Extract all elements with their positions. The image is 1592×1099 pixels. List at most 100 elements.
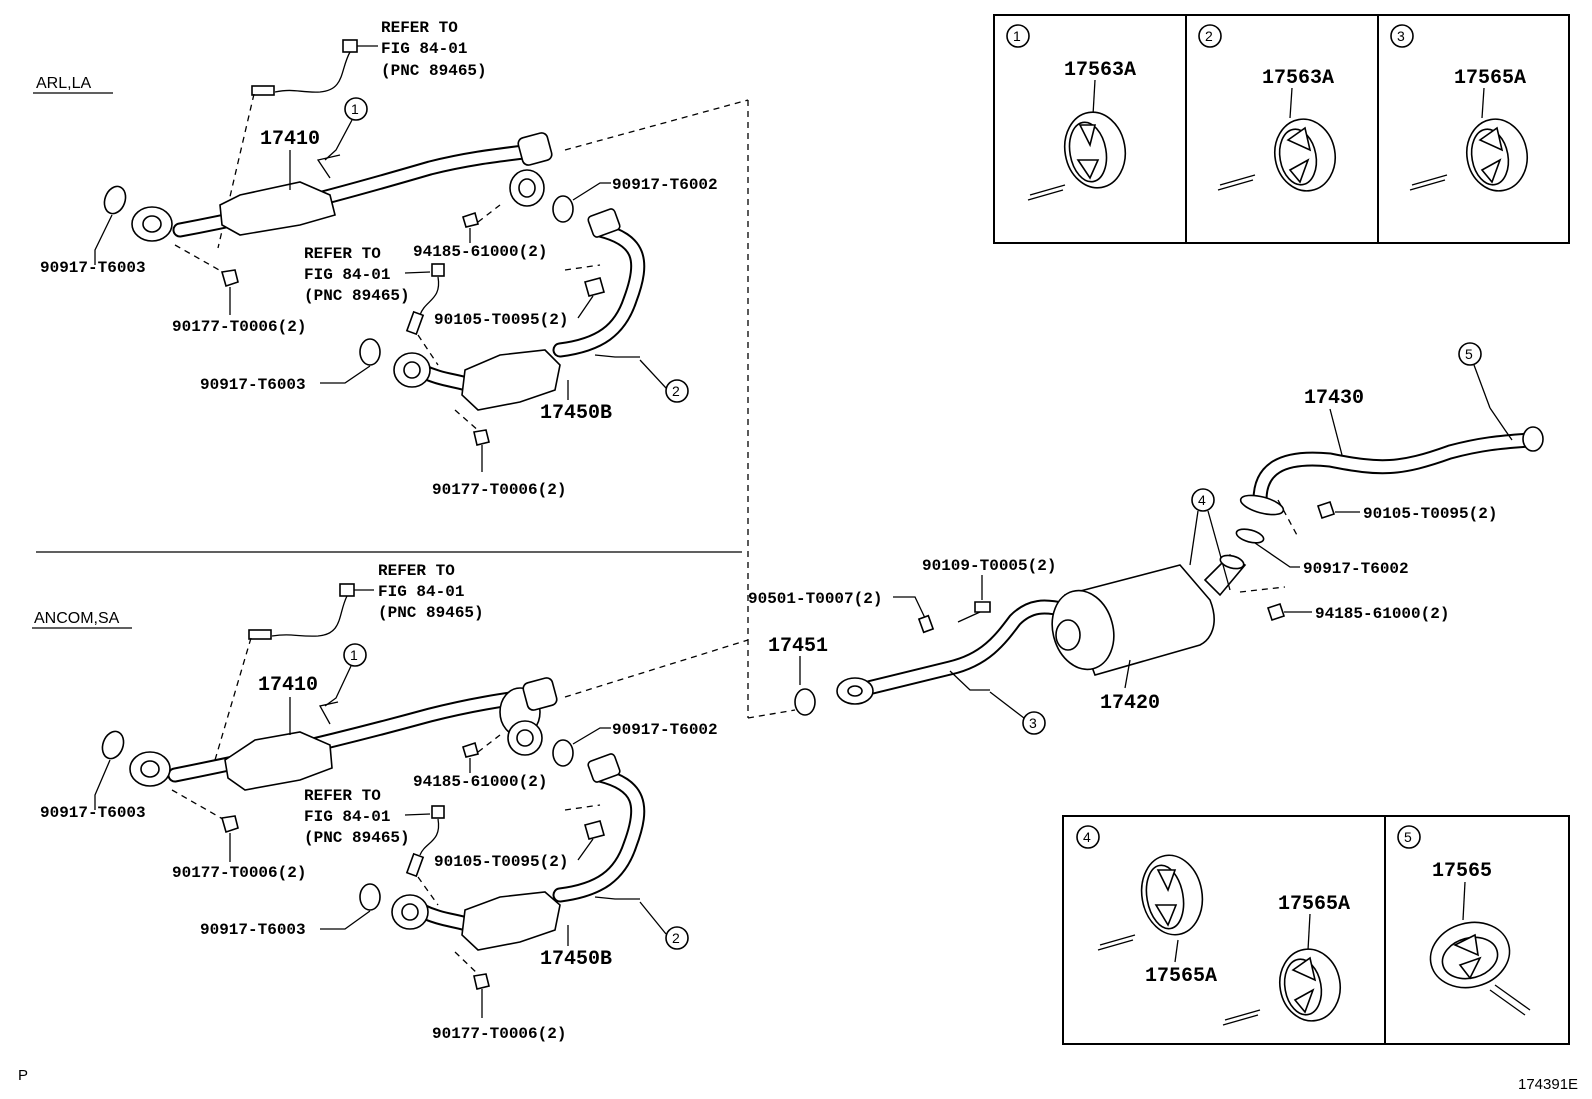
part-label: 17565A (1145, 965, 1217, 988)
bolt-icon (1316, 500, 1336, 520)
leader-line (1207, 510, 1231, 591)
callout-number: 4 (1083, 829, 1091, 845)
callout-number: 4 (1198, 492, 1206, 508)
refer-text: REFER TO (381, 19, 458, 37)
nut-icon (462, 211, 479, 228)
part-label: 90105-T0095(2) (434, 853, 568, 871)
part-label: 90501-T0007(2) (748, 590, 882, 608)
front-pipe-17410-top (131, 132, 553, 242)
callout-number: 2 (672, 383, 680, 399)
part-label: 94185-61000(2) (413, 243, 547, 261)
part-label: 90917-T6003 (200, 376, 306, 394)
gasket-icon (794, 688, 816, 716)
refer-text: (PNC 89465) (381, 62, 487, 80)
part-label: 90177-T0006(2) (172, 864, 306, 882)
refer-text: FIG 84-01 (378, 583, 464, 601)
callout-circle (1397, 825, 1421, 849)
part-label: 17450B (540, 402, 612, 425)
gasket-icon (359, 338, 381, 366)
part-label: 90177-T0006(2) (432, 1025, 566, 1043)
leader-dashed (477, 734, 501, 753)
bolt-icon (974, 601, 991, 613)
leader-dashed (477, 204, 501, 223)
refer-text: REFER TO (378, 562, 455, 580)
callout-number: 1 (350, 647, 358, 663)
leader-line (1254, 542, 1300, 568)
part-label: 17565A (1278, 893, 1350, 916)
leader-line (572, 182, 611, 201)
gasket-icon (101, 730, 125, 760)
refer-text: REFER TO (304, 245, 381, 263)
part-label: 17430 (1304, 387, 1364, 410)
spring-icon (917, 614, 935, 634)
rubber-hanger-icon (1222, 948, 1341, 1026)
converter-pipe-17450B-bottom (391, 753, 646, 951)
leader-dashed (417, 876, 439, 906)
converter-pipe-17450B-top (393, 208, 646, 411)
leader-line (324, 119, 353, 161)
part-label: 17565A (1454, 67, 1526, 90)
callout-circle (344, 97, 368, 121)
leader-dashed (564, 99, 749, 151)
part-label: 90177-T0006(2) (432, 481, 566, 499)
part-label: 17565 (1432, 860, 1492, 883)
callout-circle (1458, 342, 1482, 366)
leader-line (94, 759, 111, 810)
rubber-hanger-icon (1217, 118, 1336, 192)
leader-line (1289, 87, 1293, 119)
leader-line (989, 691, 1025, 719)
callout-circle (1076, 825, 1100, 849)
gasket-icon (1219, 554, 1245, 570)
part-label: 90917-T6003 (200, 921, 306, 939)
nut-icon (220, 815, 239, 834)
leader-dashed (171, 789, 229, 823)
leader-line (1124, 659, 1131, 689)
center-pipe-muffler-17420 (836, 553, 1247, 705)
leader-line (94, 214, 113, 265)
nut-icon (220, 269, 239, 288)
callout-circle (1022, 711, 1046, 735)
refer-text: FIG 84-01 (304, 266, 390, 284)
oxygen-sensor-icon (404, 805, 445, 878)
part-label: 17450B (540, 948, 612, 971)
callout-number: 1 (351, 101, 359, 117)
callout-number: 5 (1465, 346, 1473, 362)
rubber-hanger-icon (1429, 921, 1531, 1016)
nut-icon (462, 741, 479, 758)
callout-number: 2 (672, 930, 680, 946)
part-label: 17420 (1100, 692, 1160, 715)
bolt-icon (584, 820, 605, 840)
gasket-icon (1235, 528, 1265, 544)
rubber-hanger-icon (1409, 118, 1528, 192)
part-label: 90917-T6002 (612, 721, 718, 739)
hanger-inset-box-top (993, 14, 1570, 244)
callout-number: 2 (1205, 28, 1213, 44)
leader-line (1473, 364, 1491, 409)
leader-line (577, 838, 594, 861)
rubber-hanger-icon (1097, 854, 1204, 951)
part-label: 17451 (768, 635, 828, 658)
leader-line (1462, 881, 1466, 921)
leader-line (1189, 510, 1199, 566)
refer-text: (PNC 89465) (378, 604, 484, 622)
leader-dashed (747, 709, 796, 719)
leader-line (1174, 939, 1179, 963)
callout-number: 1 (1013, 28, 1021, 44)
leader-dashed (454, 409, 481, 433)
rubber-hanger-icon (1027, 111, 1127, 201)
leader-line (1307, 913, 1311, 951)
leader-line (1481, 87, 1485, 119)
callout-circle (1191, 488, 1215, 512)
section-label-top: ARL,LA (36, 75, 91, 92)
leader-dashed (564, 804, 601, 811)
part-label: 94185-61000(2) (413, 773, 547, 791)
leader-dashed (564, 264, 601, 271)
leader-dashed (214, 637, 252, 761)
leader-line (1329, 408, 1343, 456)
leader-line (324, 665, 352, 707)
refer-text: FIG 84-01 (381, 40, 467, 58)
part-label: 90917-T6002 (612, 176, 718, 194)
leader-dashed (217, 93, 255, 249)
callout-number: 3 (1397, 28, 1405, 44)
